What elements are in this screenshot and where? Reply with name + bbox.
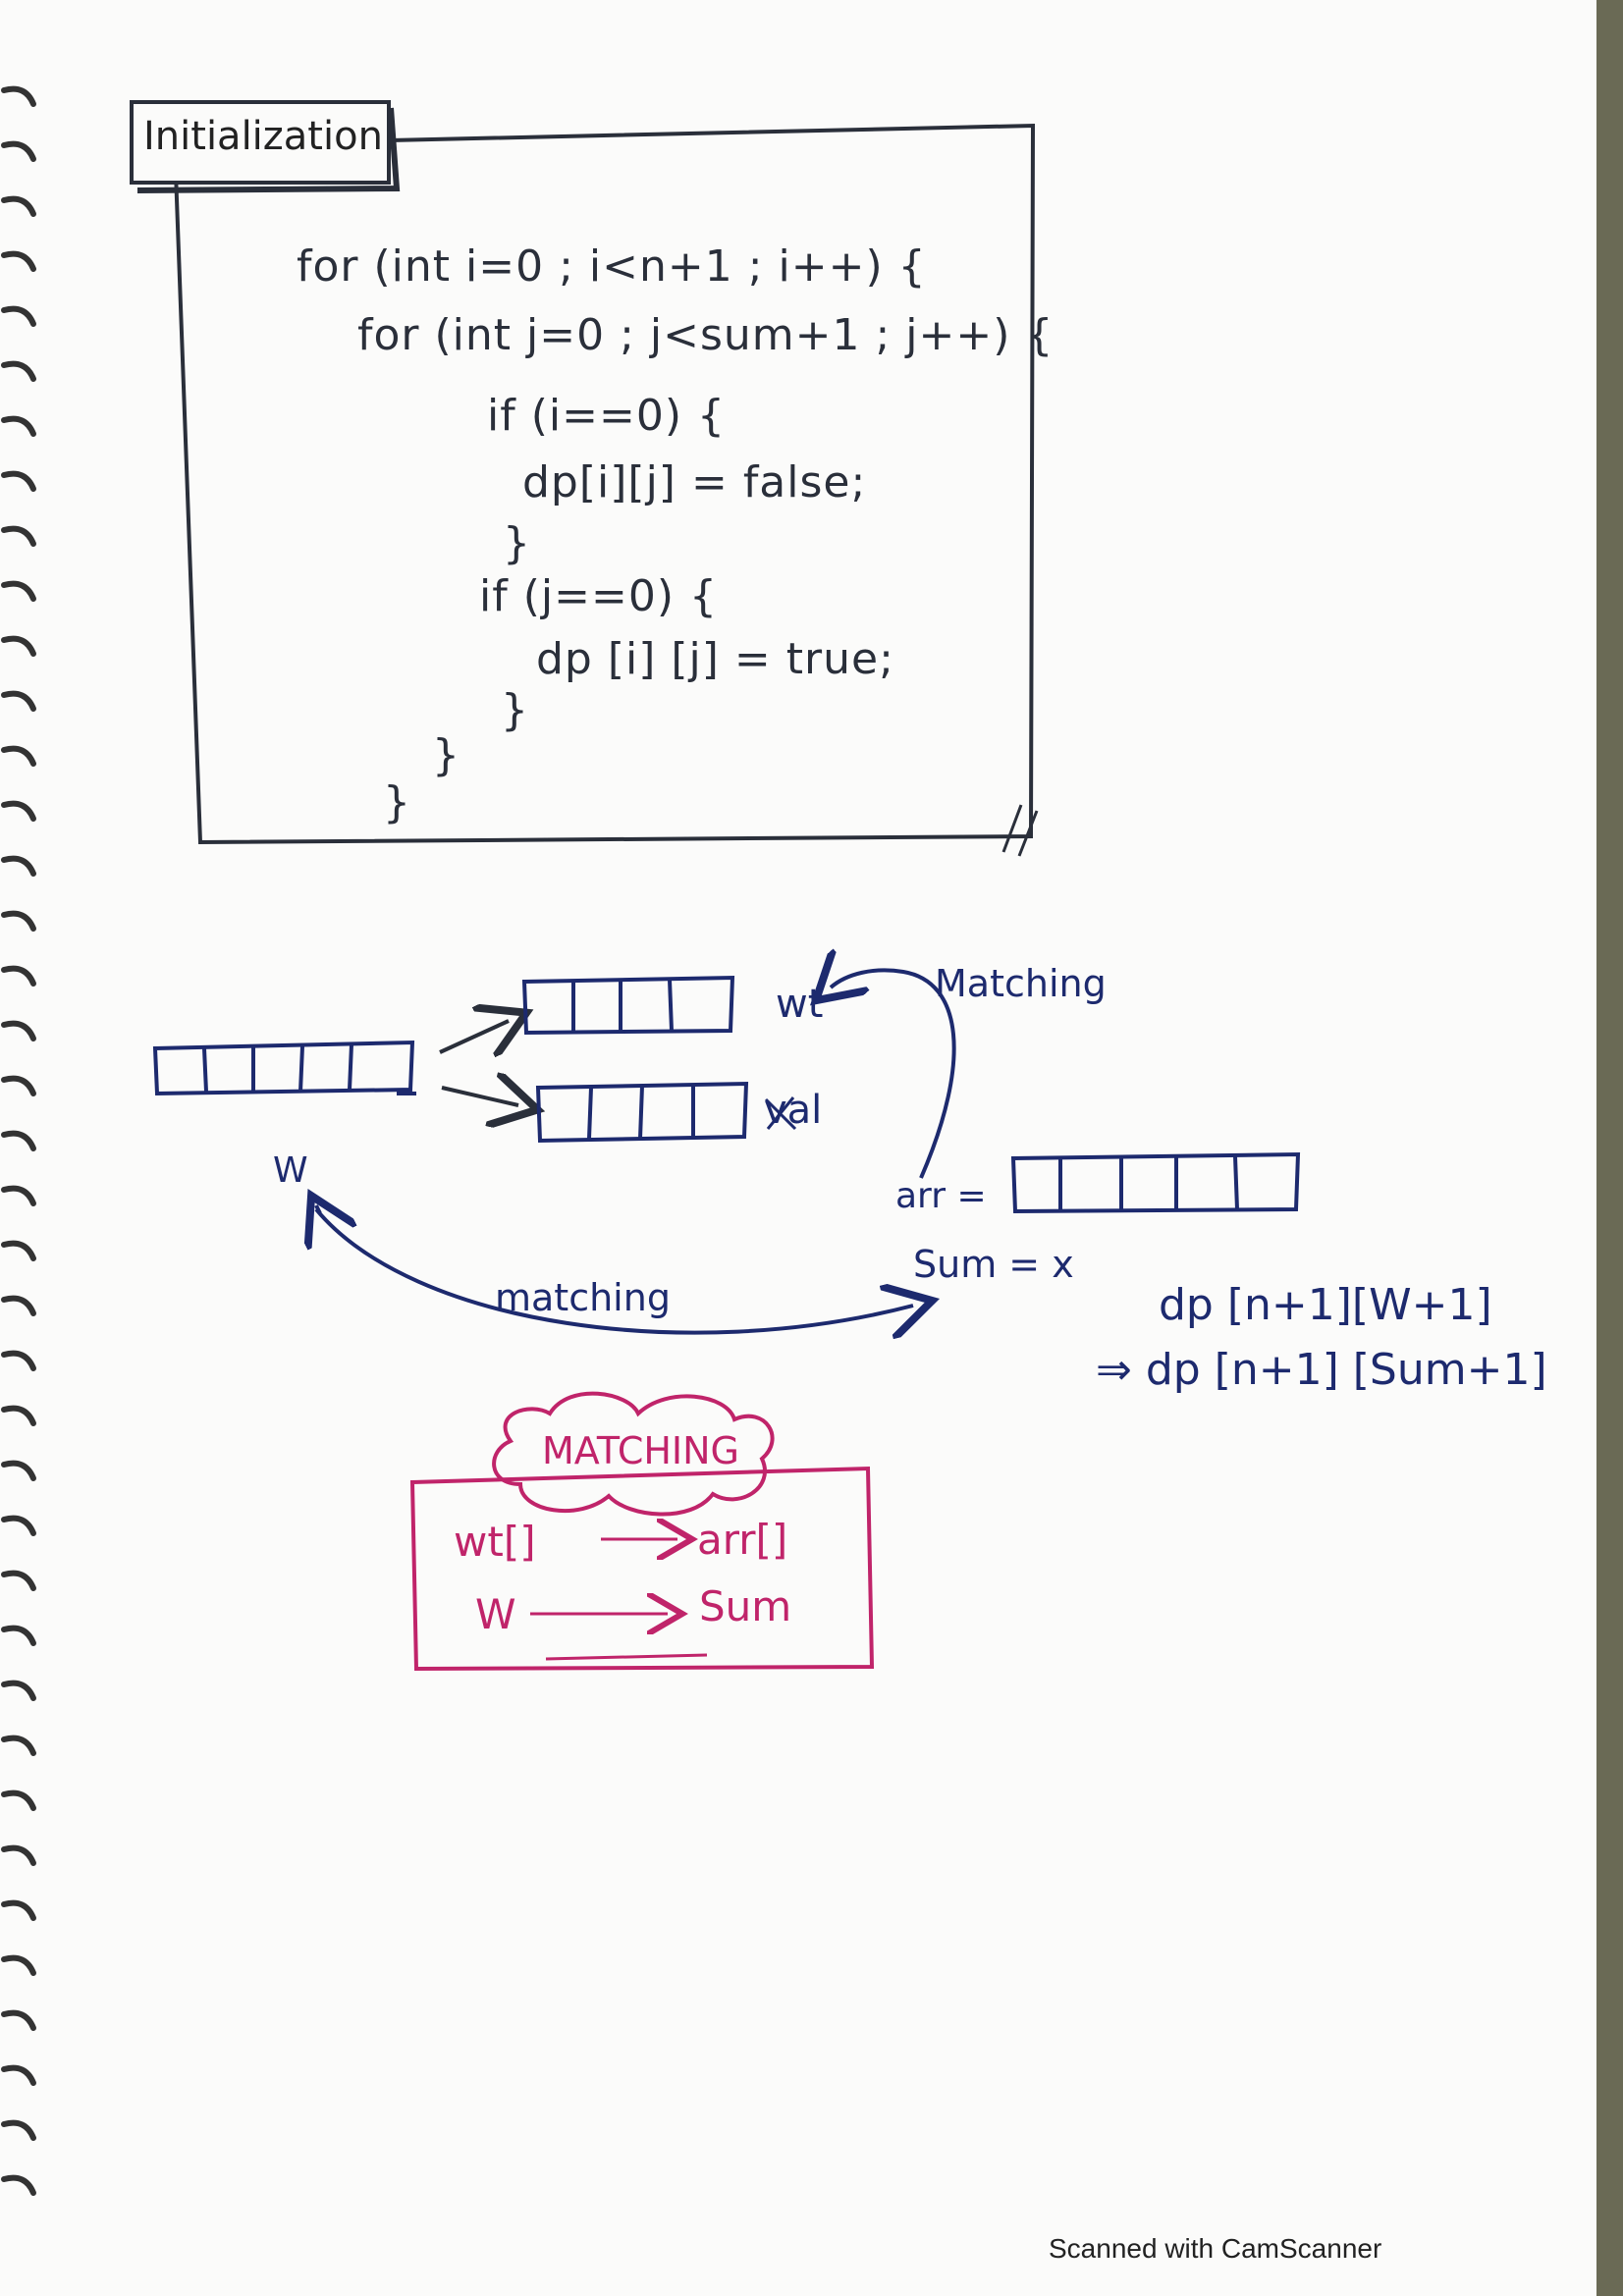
wt-array xyxy=(521,975,735,1036)
dp-line-1: dp [n+1][W+1] xyxy=(1159,1280,1492,1330)
page-edge xyxy=(1596,0,1623,2296)
w-label: W xyxy=(273,1150,308,1191)
code-line-3: if (i==0) { xyxy=(487,391,726,441)
branch-down xyxy=(441,1088,518,1105)
val-array xyxy=(535,1081,749,1144)
matching-box xyxy=(409,1466,875,1672)
scanner-watermark: Scanned with CamScanner xyxy=(1049,2233,1382,2264)
left-array xyxy=(152,1040,416,1096)
arr-array xyxy=(1010,1151,1301,1214)
initialization-title: Initialization xyxy=(143,114,383,159)
wt-label: wt xyxy=(776,982,824,1027)
matching-cloud-title: MATCHING xyxy=(542,1429,740,1472)
code-line-4: dp[i][j] = false; xyxy=(522,457,867,507)
code-line-8: } xyxy=(501,685,529,735)
arr-label: arr = xyxy=(895,1176,987,1216)
code-line-2: for (int j=0 ; j<sum+1 ; j++) { xyxy=(357,310,1055,360)
spiral-binding xyxy=(1,85,36,2196)
sum-label: Sum = x xyxy=(913,1243,1074,1286)
dp-line-2: ⇒ dp [n+1] [Sum+1] xyxy=(1096,1345,1547,1395)
matching-top-label: Matching xyxy=(935,962,1107,1005)
matching-cloud xyxy=(492,1391,775,1517)
matching-bottom-label: matching xyxy=(495,1276,671,1319)
code-line-9: } xyxy=(432,730,460,780)
matching-row1-left: wt[] xyxy=(454,1518,536,1566)
code-line-10: } xyxy=(383,777,411,828)
val-label: val xyxy=(764,1088,823,1133)
matching-row2-right: Sum xyxy=(699,1582,792,1630)
matching-curve-top xyxy=(831,970,956,1179)
branch-up xyxy=(439,1021,509,1052)
code-line-1: for (int i=0 ; i<n+1 ; i++) { xyxy=(297,241,927,292)
title-tab xyxy=(130,100,391,185)
matching-row1-right: arr[] xyxy=(697,1516,788,1564)
code-line-5: } xyxy=(503,518,531,568)
code-line-6: if (j==0) { xyxy=(479,571,718,621)
code-line-7: dp [i] [j] = true; xyxy=(536,634,894,684)
matching-row2-left: W xyxy=(475,1590,516,1638)
matching-curve-bottom xyxy=(314,1207,913,1333)
initialization-frame xyxy=(172,123,1036,845)
